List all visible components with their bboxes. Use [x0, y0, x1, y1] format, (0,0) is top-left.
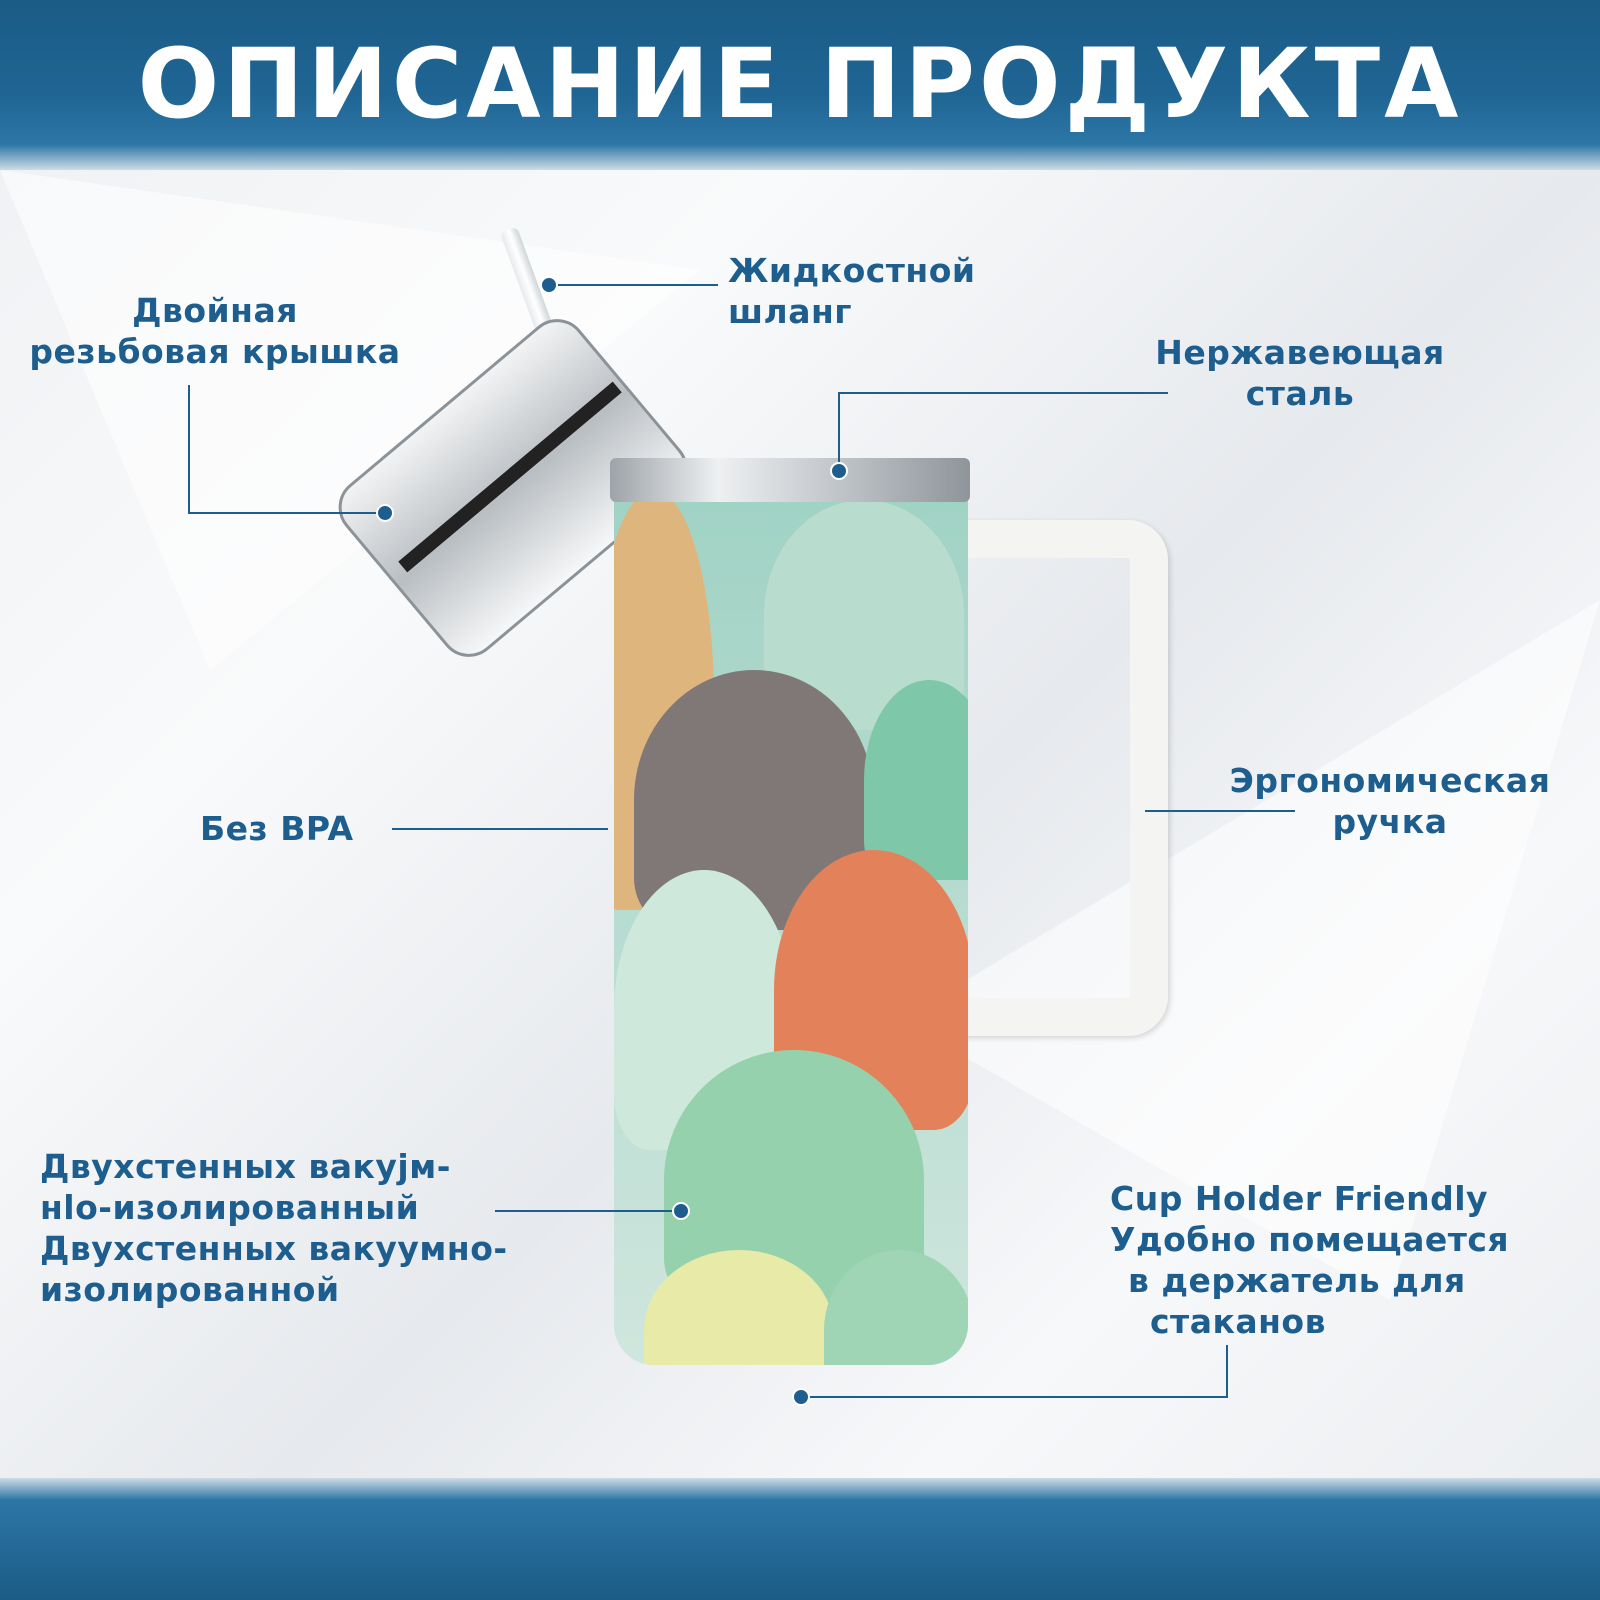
callout-line	[392, 828, 608, 830]
label-line: Двухстенных вакуумно-	[40, 1229, 508, 1268]
page-title: ОПИСАНИЕ ПРОДУКТА	[137, 28, 1463, 140]
label-handle: Эргономическая ручка	[1200, 760, 1580, 842]
label-lid: Двойная резьбовая крышка	[20, 290, 410, 372]
steel-rim	[610, 458, 970, 502]
label-bpa: Без BPA	[200, 809, 354, 848]
label-line: стаканов	[1150, 1302, 1326, 1341]
footer-band	[0, 1478, 1600, 1600]
label-line: шланг	[728, 292, 853, 331]
label-line: Нержавеющая	[1155, 333, 1445, 372]
handle	[960, 520, 1168, 1036]
label-line: Двойная	[132, 291, 298, 330]
label-line: Эргономическая	[1229, 761, 1551, 800]
callout-line	[188, 385, 190, 513]
callout-dot	[792, 1388, 810, 1406]
callout-line	[838, 392, 840, 467]
label-cupholder: Cup Holder Friendly Удобно помещается в …	[1110, 1178, 1509, 1342]
callout-dot	[672, 1202, 690, 1220]
cup-body	[614, 470, 968, 1365]
label-line: в держатель для	[1128, 1261, 1466, 1300]
label-line: резьбовая крышка	[29, 332, 401, 371]
label-insulation: Двухстенных вакуjм- нlo-изолированный Дв…	[40, 1146, 508, 1310]
label-line: Удобно помещается	[1110, 1220, 1510, 1259]
label-line: ручка	[1332, 802, 1448, 841]
callout-dot	[830, 462, 848, 480]
callout-line	[550, 284, 718, 286]
callout-line	[188, 512, 378, 514]
callout-line	[1226, 1345, 1228, 1397]
callout-dot	[540, 276, 558, 294]
label-line: Cup Holder Friendly	[1110, 1179, 1489, 1218]
callout-line	[1145, 810, 1295, 812]
label-line: нlo-изолированный	[40, 1188, 420, 1227]
header-band: ОПИСАНИЕ ПРОДУКТА	[0, 0, 1600, 170]
label-steel: Нержавеющая сталь	[1140, 332, 1460, 414]
callout-dot	[376, 504, 394, 522]
label-line: изолированной	[40, 1270, 340, 1309]
label-line: сталь	[1245, 374, 1355, 413]
label-line: Двухстенных вакуjм-	[40, 1147, 451, 1186]
label-line: Жидкостной	[728, 251, 976, 290]
callout-line	[495, 1210, 675, 1212]
label-straw: Жидкостной шланг	[728, 250, 976, 332]
callout-line	[838, 392, 1168, 394]
callout-line	[800, 1396, 1228, 1398]
